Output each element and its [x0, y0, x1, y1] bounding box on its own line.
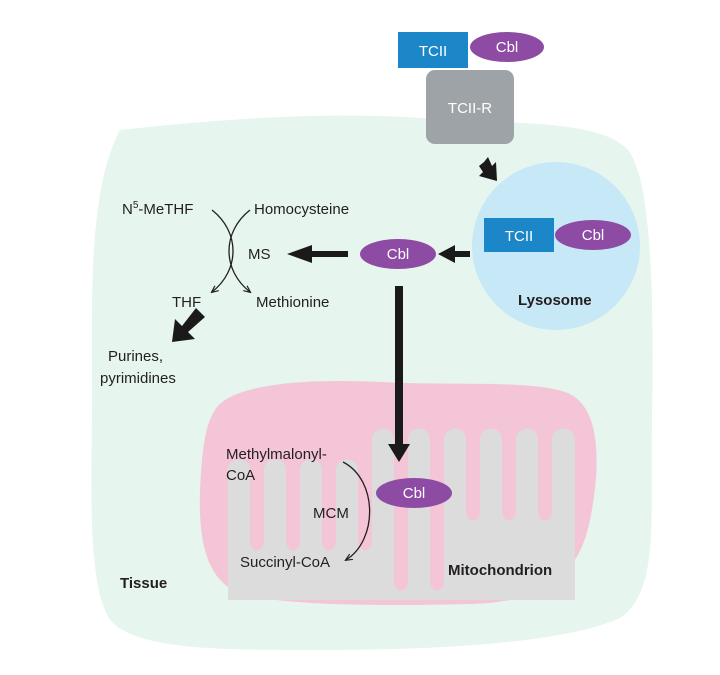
thf-label: THF	[172, 294, 201, 311]
lysosome-tcii-label: TCII	[505, 228, 533, 245]
methylmalonyl-label: Methylmalonyl-	[226, 446, 327, 463]
mitochondrion-cbl-label: Cbl	[403, 485, 426, 502]
tcii-receptor-box	[426, 70, 514, 144]
pyrimidines-label: pyrimidines	[100, 370, 176, 387]
cytoplasm-cbl-oval	[360, 239, 436, 269]
reaction-curve-mcm	[342, 461, 371, 560]
lysosome-cbl-oval	[555, 220, 631, 250]
outside-tcii-label: TCII	[419, 43, 447, 60]
receptor-complex: TCII-R TCII Cbl	[398, 32, 544, 144]
outside-cbl-label: Cbl	[496, 39, 519, 56]
tissue-label: Tissue	[120, 575, 167, 592]
outside-cbl-oval	[470, 32, 544, 62]
mitochondrion-label: Mitochondrion	[448, 562, 552, 579]
lysosome-label: Lysosome	[518, 292, 592, 309]
lysosome: TCII Cbl Lysosome	[472, 162, 640, 330]
n5-methylthf-label: N5-MeTHF	[122, 200, 193, 218]
mcm-enzyme-label: MCM	[313, 505, 349, 522]
tcii-receptor-label: TCII-R	[448, 100, 492, 117]
methionine-label: Methionine	[256, 294, 329, 311]
mitochondrion-cbl-oval	[376, 478, 452, 508]
outside-tcii-box	[398, 32, 468, 68]
arrow-cbl-to-ms	[287, 245, 348, 263]
succinyl-coa-label: Succinyl-CoA	[240, 554, 330, 571]
methionine-synthase-reaction: N5-MeTHF Homocysteine MS THF Methionine …	[100, 200, 349, 387]
arrow-receptor-to-lysosome	[479, 157, 497, 181]
mcm-reaction: Methylmalonyl- CoA MCM Succinyl-CoA	[226, 446, 371, 571]
lysosome-tcii-box	[484, 218, 554, 252]
reaction-curve-methylthf-to-thf	[212, 209, 234, 292]
homocysteine-label: Homocysteine	[254, 201, 349, 218]
mitochondrion-cristae	[228, 428, 575, 600]
arrow-cbl-to-mitochondrion	[388, 286, 410, 462]
cytoplasm-cbl-label: Cbl	[387, 246, 410, 263]
lysosome-body	[472, 162, 640, 330]
arrow-lysosome-to-cbl	[438, 245, 470, 263]
reaction-curve-homocysteine-to-methionine	[228, 209, 250, 292]
arrow-thf-to-purines	[172, 308, 205, 342]
ms-enzyme-label: MS	[248, 246, 271, 263]
purines-label: Purines,	[108, 348, 163, 365]
coa-label: CoA	[226, 467, 255, 484]
lysosome-cbl-label: Cbl	[582, 227, 605, 244]
